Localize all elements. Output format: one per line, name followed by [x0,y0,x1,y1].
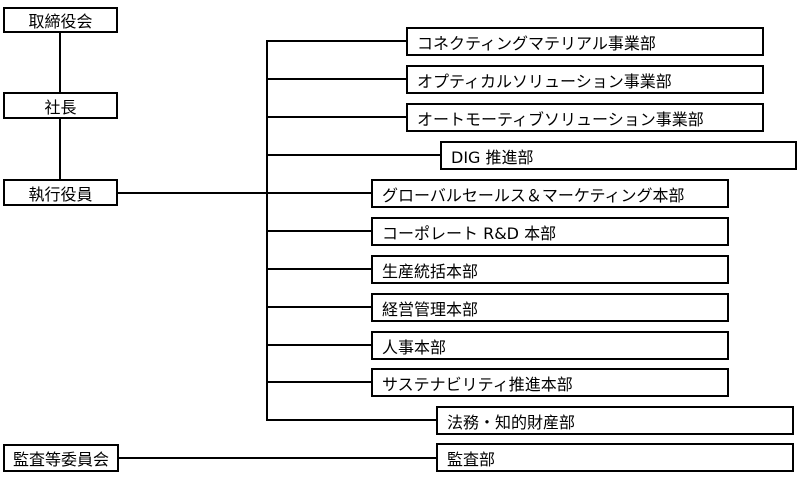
dept-corporate-management: 経営管理本部 [371,293,729,322]
connector-executive-trunk [118,192,371,194]
connector-president-executive [59,119,61,179]
connector-branch-production-control [266,268,371,270]
dept-internal-audit: 監査部 [436,443,794,472]
connector-audit-committee-audit-dept [119,457,436,459]
connector-branch-human-resources [266,344,371,346]
connector-branch-sustainability [266,381,371,383]
dept-human-resources: 人事本部 [371,331,729,360]
org-node-president: 社長 [3,92,118,119]
dept-corporate-rd: コーポレート R&D 本部 [371,217,729,246]
dept-automotive-solution: オートモーティブソリューション事業部 [406,103,764,132]
connector-board-president [59,33,61,92]
connector-branch-dig-promotion [266,154,440,156]
dept-production-control: 生産統括本部 [371,255,729,284]
dept-optical-solution: オプティカルソリューション事業部 [406,65,764,94]
dept-legal-ip: 法務・知的財産部 [436,406,794,435]
org-node-executive-officers: 執行役員 [3,179,118,206]
connector-branch-optical-solution [266,78,406,80]
connector-branch-corporate-rd [266,230,371,232]
org-node-board-of-directors: 取締役会 [3,7,118,33]
org-node-audit-committee: 監査等委員会 [3,444,119,472]
dept-sustainability-promotion: サステナビリティ推進本部 [371,368,729,397]
connector-branch-connecting-material [266,40,406,42]
connector-branch-automotive-solution [266,116,406,118]
connector-branch-legal-ip [266,419,436,421]
dept-dig-promotion: DIG 推進部 [440,141,797,170]
dept-global-sales-marketing: グローバルセールス＆マーケティング本部 [371,179,729,208]
connector-branch-corporate-management [266,306,371,308]
dept-connecting-material: コネクティングマテリアル事業部 [406,27,764,56]
